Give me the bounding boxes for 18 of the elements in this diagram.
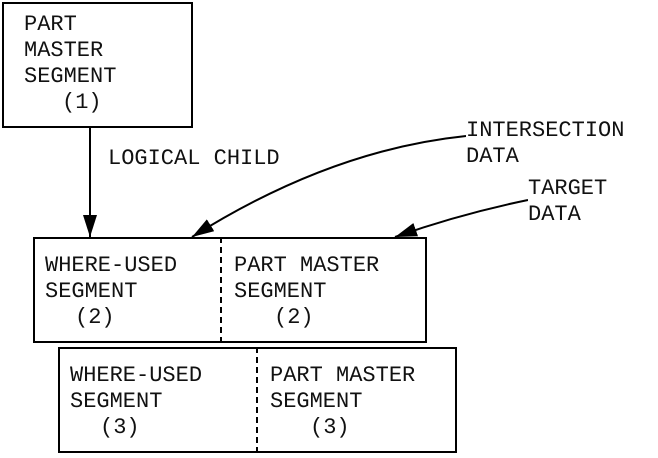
segment-name: PART MASTER SEGMENT	[234, 253, 380, 305]
arrow	[191, 135, 466, 238]
segment-name: WHERE-USED SEGMENT	[70, 363, 204, 415]
segment-name: PART MASTER SEGMENT	[270, 363, 416, 415]
segment-name: PART MASTER SEGMENT	[24, 12, 118, 90]
segment-number: (3)	[99, 415, 141, 441]
arrow	[394, 199, 528, 238]
arrow	[83, 128, 97, 237]
data-label: TARGET DATA	[528, 176, 608, 228]
segment-number: (3)	[309, 415, 351, 441]
data-label: INTERSECTION DATA	[466, 118, 626, 170]
segment-pair-box	[33, 237, 427, 343]
segment-number: (1)	[61, 90, 103, 116]
segment-pair-box	[58, 347, 457, 453]
segment-number: (2)	[273, 305, 315, 331]
segment-name: WHERE-USED SEGMENT	[45, 253, 178, 305]
segment-number: (2)	[74, 305, 116, 331]
segment-box	[2, 2, 193, 128]
